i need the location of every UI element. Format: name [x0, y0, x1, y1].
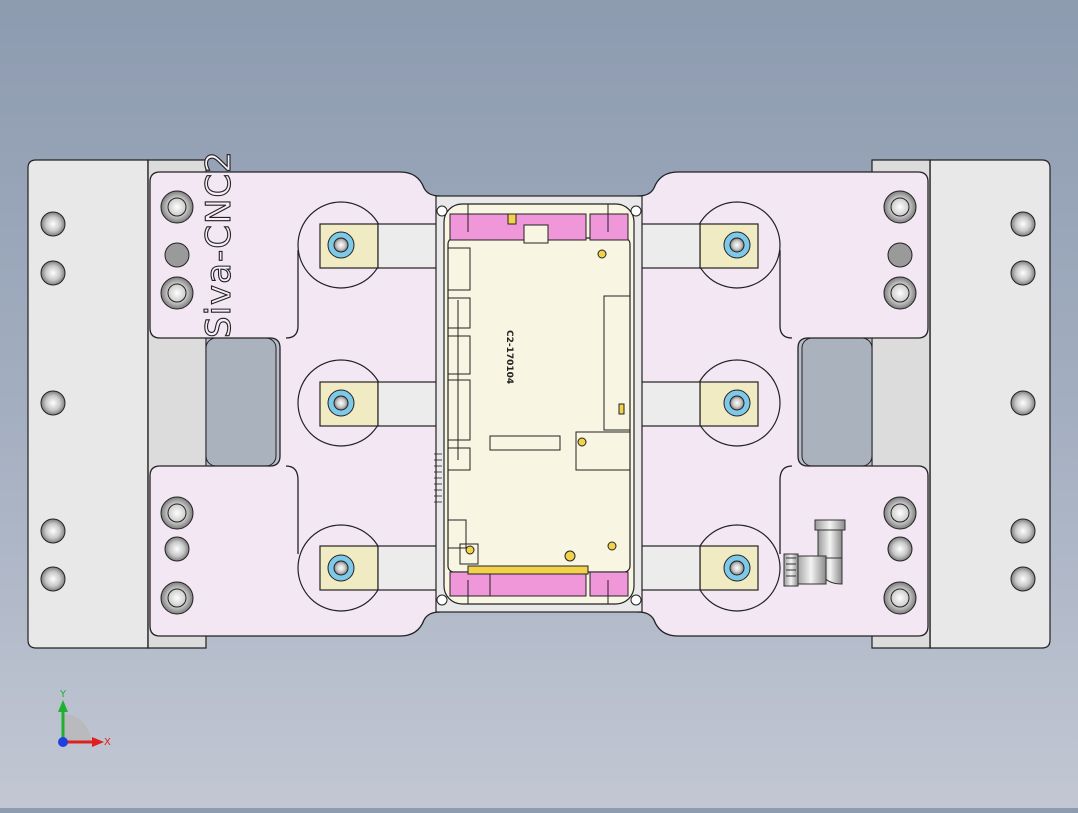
pink-features-bottom [449, 565, 629, 604]
clamp-screws[interactable] [327, 231, 751, 582]
triad-z-axis [58, 737, 68, 747]
coordinate-triad: X Y [58, 689, 111, 748]
clamp-plate-holes [160, 190, 917, 615]
pneumatic-elbow-fitting[interactable] [783, 519, 846, 587]
clamp-plate-left[interactable] [149, 171, 441, 637]
fixture-engraving: Siva-CNC2 [199, 150, 239, 338]
pink-features-top [449, 204, 629, 244]
triad-y-label: Y [59, 689, 67, 700]
clamp-plate-right[interactable] [637, 171, 929, 637]
part-details [447, 247, 631, 565]
part-label: C2-170104 [504, 330, 514, 384]
base-mounting-holes [40, 211, 1036, 592]
part-corner-screws [436, 205, 642, 606]
part-ribs [434, 453, 442, 503]
triad-x-label: X [104, 737, 111, 748]
